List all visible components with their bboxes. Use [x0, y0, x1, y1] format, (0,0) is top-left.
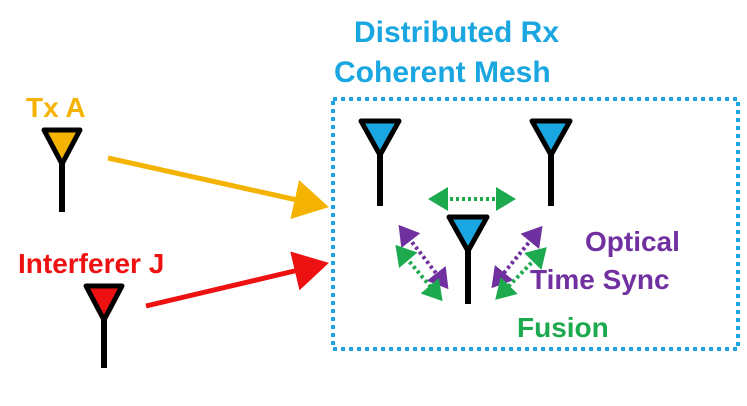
- interferer-signal-arrow: [145, 251, 329, 309]
- fusion-link-left: [395, 244, 443, 302]
- rx-antenna-right-icon: [529, 118, 573, 206]
- fusion-label: Fusion: [517, 312, 609, 343]
- tx-a-signal-arrow: [107, 155, 329, 220]
- mesh-title-line2: Coherent Mesh: [334, 56, 551, 89]
- rx-antenna-left-icon: [358, 118, 402, 206]
- tx-a-label: Tx A: [26, 92, 86, 123]
- mesh-title-line1: Distributed Rx: [354, 16, 560, 49]
- optical-sync-label-line1: Optical: [585, 226, 680, 257]
- rx-antenna-center-icon: [446, 214, 490, 304]
- tx-a-antenna-icon: [41, 127, 83, 212]
- interferer-antenna-icon: [83, 283, 125, 368]
- fusion-link-right: [495, 247, 547, 300]
- optical-sync-label-line2: Time Sync: [530, 264, 670, 295]
- interferer-label: Interferer J: [18, 248, 165, 279]
- mesh-boundary: [331, 97, 740, 351]
